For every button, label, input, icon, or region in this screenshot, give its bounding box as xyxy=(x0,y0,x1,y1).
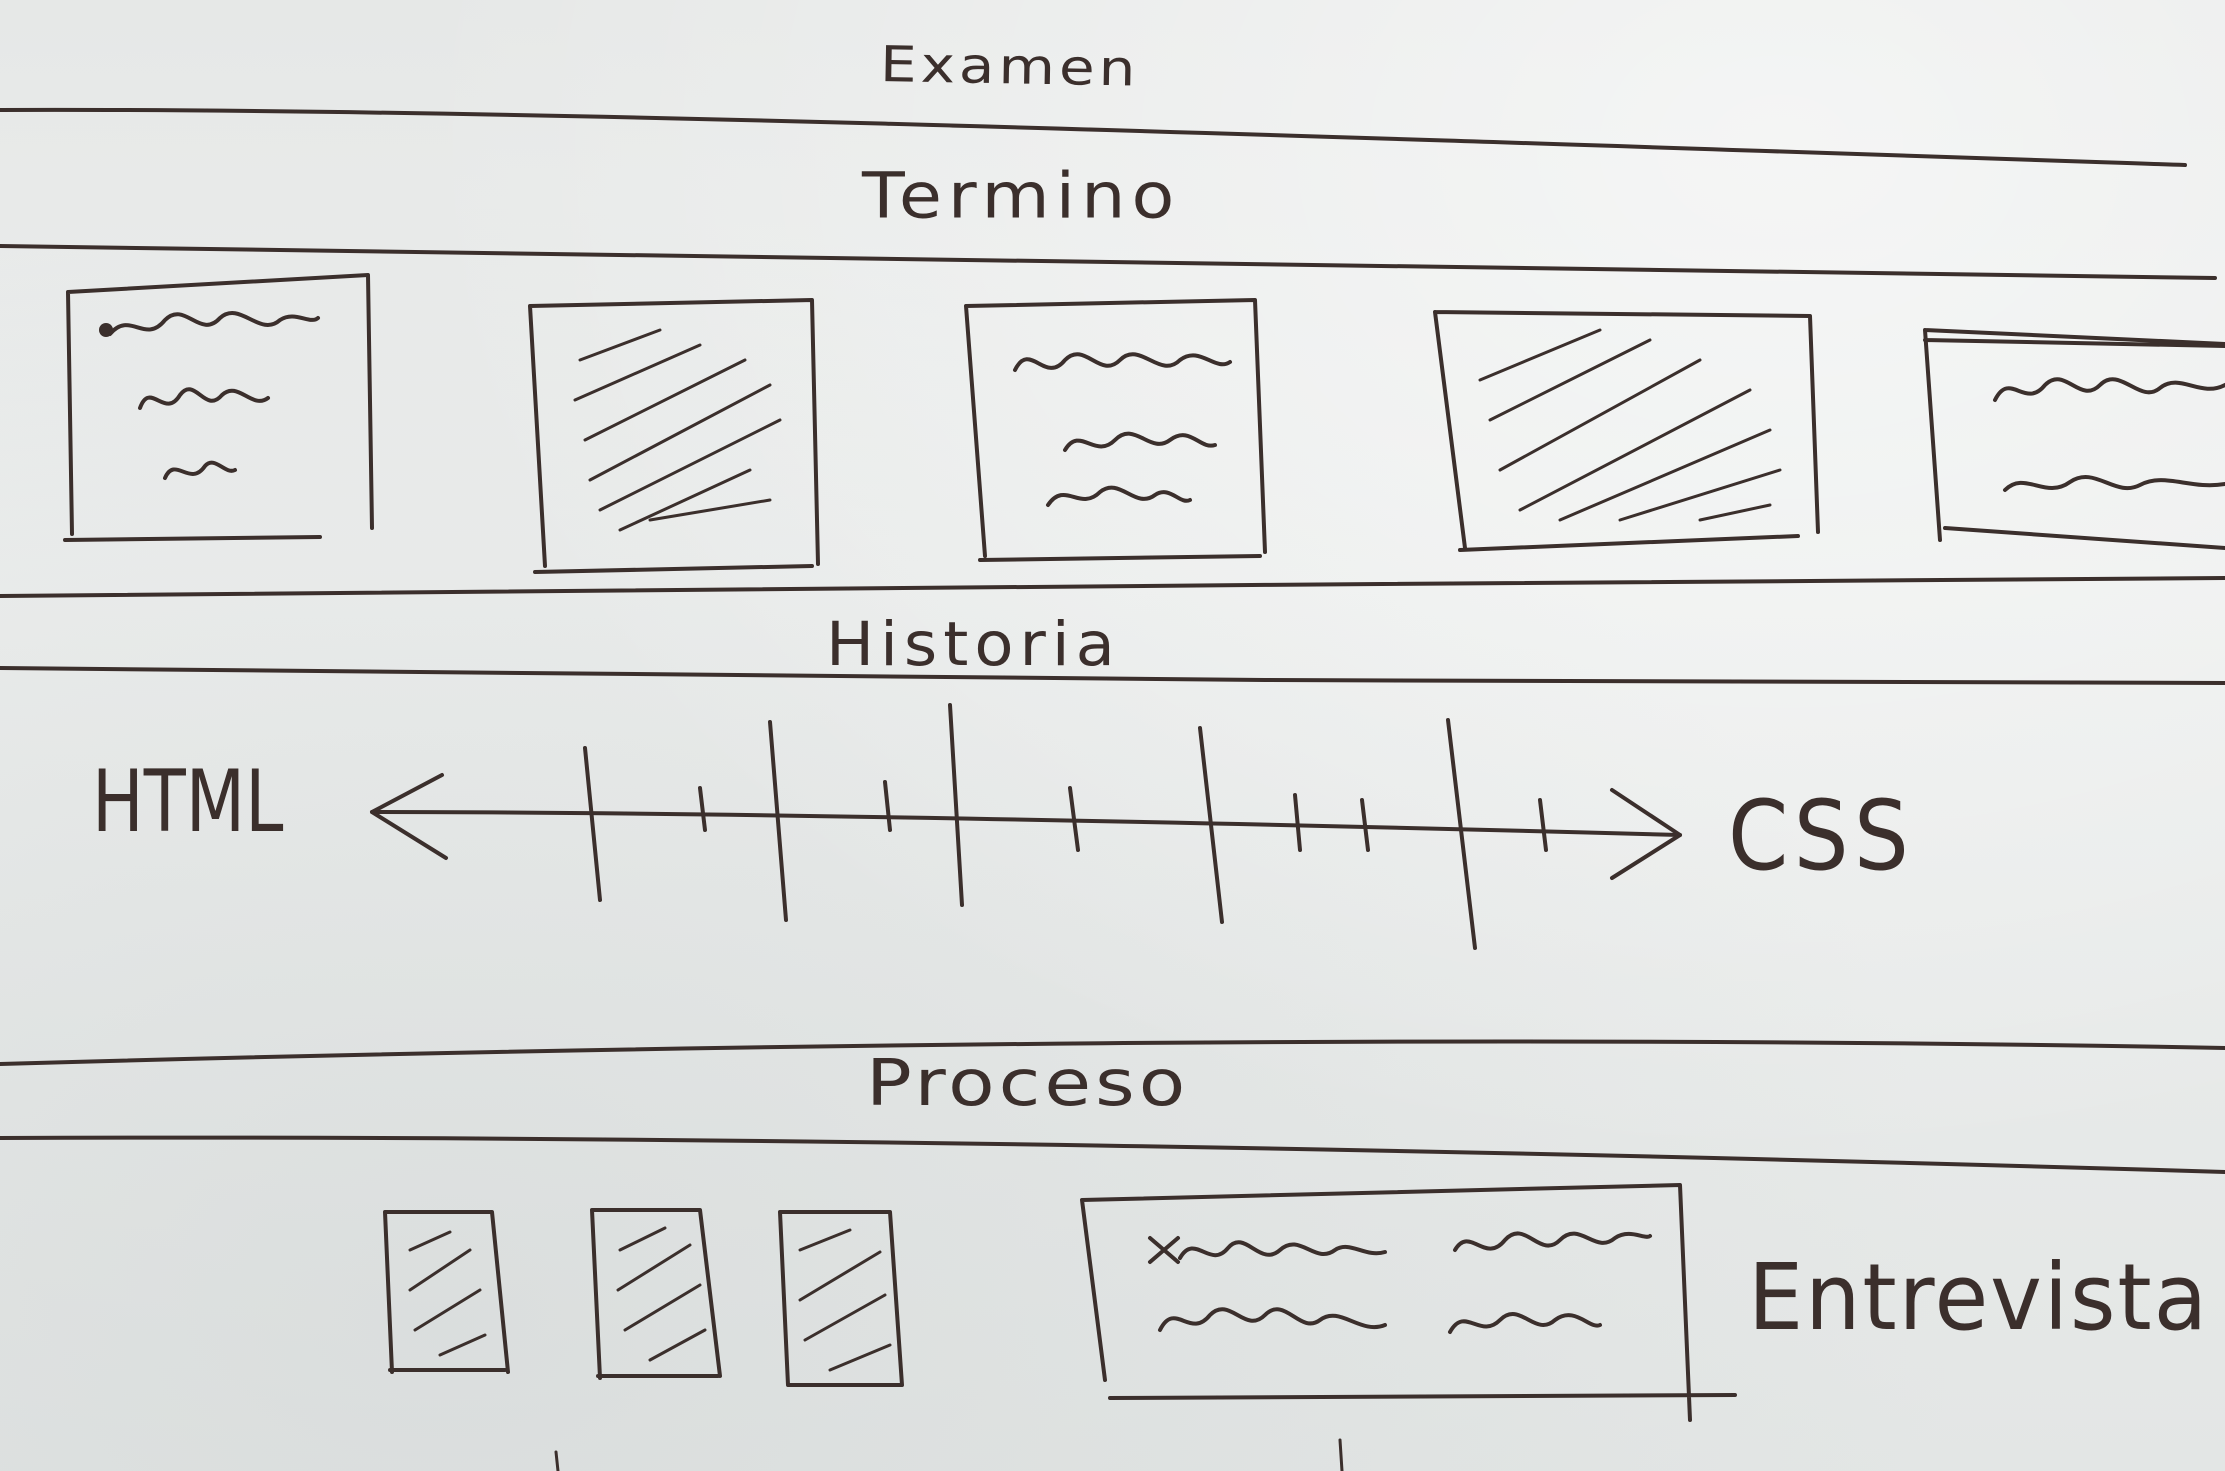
timeline-minor-tick xyxy=(1360,798,1370,852)
timeline-major-tick xyxy=(768,720,788,922)
bottom-tick xyxy=(1338,1438,1344,1471)
timeline-major-tick xyxy=(583,746,602,902)
divider-line xyxy=(0,1135,2225,1174)
section-heading-termino: Termino xyxy=(862,159,1181,233)
timeline-minor-tick xyxy=(1293,793,1302,852)
image-card xyxy=(1433,310,1820,552)
text-card xyxy=(1923,328,2225,550)
section-heading-proceso: Proceso xyxy=(866,1044,1190,1121)
divider-line xyxy=(0,1039,2225,1066)
text-card xyxy=(63,273,374,542)
process-step-box xyxy=(590,1208,722,1380)
timeline-minor-tick xyxy=(1068,786,1080,852)
proceso-steps xyxy=(383,1183,1737,1471)
interview-text-box xyxy=(1080,1183,1737,1422)
timeline-end-label: CSS xyxy=(1728,780,1915,892)
page-title: Examen xyxy=(879,35,1140,98)
timeline-major-tick xyxy=(948,703,964,907)
divider-line xyxy=(0,244,2217,280)
timeline-minor-tick xyxy=(883,780,892,832)
termino-cards xyxy=(63,273,2225,574)
timeline-axis xyxy=(370,810,1682,837)
bottom-tick xyxy=(554,1450,560,1471)
timeline-left-arrowhead xyxy=(370,773,448,860)
timeline-major-tick xyxy=(1198,726,1224,924)
text-card xyxy=(964,298,1267,562)
timeline-major-tick xyxy=(1446,718,1477,950)
divider-line xyxy=(0,666,2225,686)
divider-line xyxy=(0,107,2187,167)
divider-line xyxy=(0,576,2225,598)
process-step-box xyxy=(383,1210,510,1374)
timeline-minor-tick xyxy=(698,786,707,832)
image-card xyxy=(528,298,820,574)
interview-label: Entrevista xyxy=(1748,1244,2210,1351)
process-step-box xyxy=(778,1210,904,1387)
timeline-right-arrowhead xyxy=(1610,788,1682,880)
timeline-minor-tick xyxy=(1538,798,1548,852)
timeline xyxy=(370,703,1682,950)
section-heading-historia: Historia xyxy=(826,609,1121,681)
timeline-start-label: HTML xyxy=(92,752,284,852)
